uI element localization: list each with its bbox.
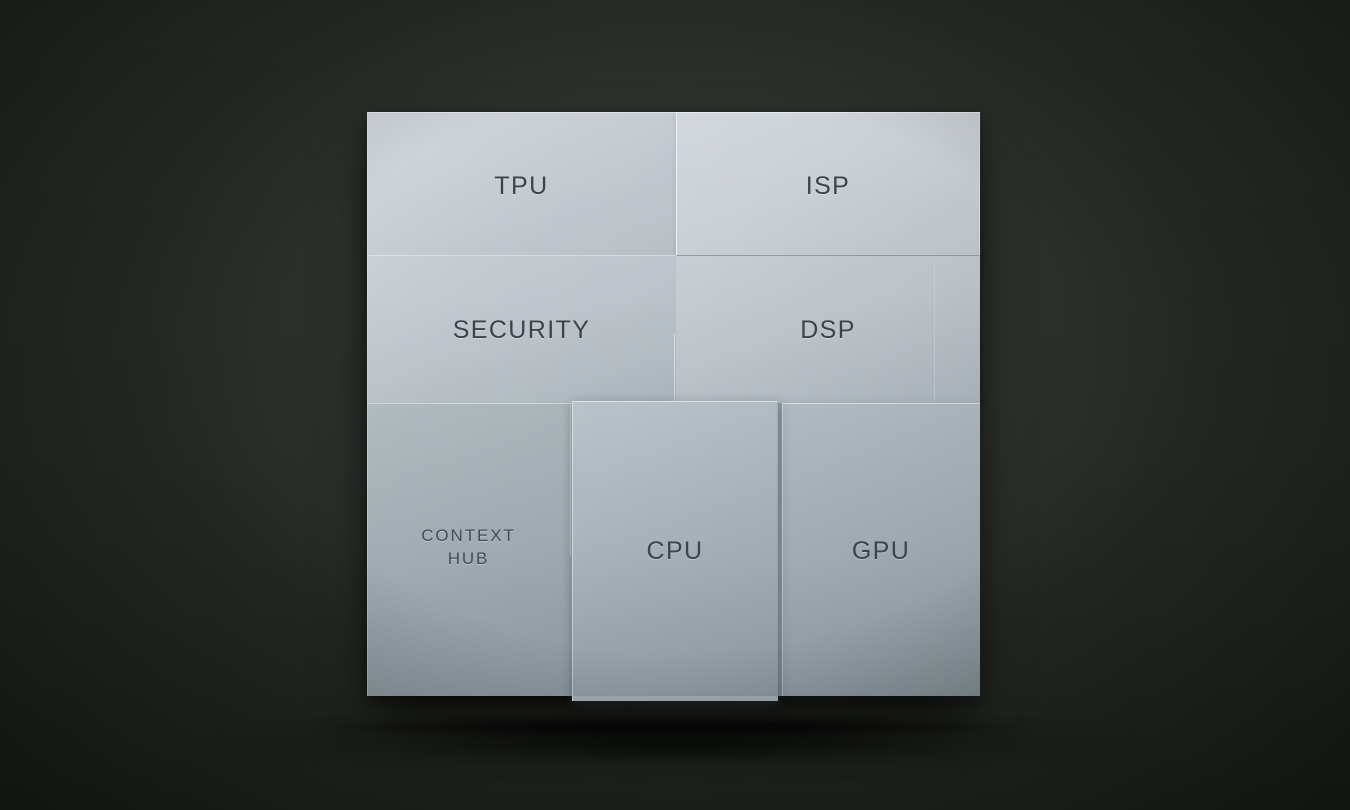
seam-security-inner-line [934, 262, 935, 402]
chip-block-label-context-hub: CONTEXT HUB [421, 526, 516, 568]
chip-package: TPU ISP SECURITY DSP CONTEXT HUB CPU GPU [367, 112, 980, 701]
chip-block-isp[interactable] [676, 112, 980, 256]
chip-block-label-cpu: CPU [646, 537, 704, 565]
chip-block-cpu[interactable] [572, 401, 778, 701]
seam-security-dsp-divider [674, 334, 675, 404]
chip-block-dsp[interactable] [676, 256, 980, 403]
chip-block-gpu[interactable] [782, 403, 980, 696]
chip-block-label-tpu: TPU [494, 172, 549, 200]
seam-context-hub-divider [570, 405, 571, 555]
seam-cpu-gpu-divider [778, 403, 782, 696]
chip-block-context-hub[interactable] [367, 403, 572, 696]
chip-block-security[interactable] [367, 256, 676, 403]
chip-block-label-security: SECURITY [452, 316, 591, 344]
chip-block-label-gpu: GPU [851, 537, 911, 565]
seam-row1-divider [367, 255, 676, 256]
chip-contact-shadow [290, 714, 1050, 740]
chip-block-label-dsp: DSP [800, 316, 856, 344]
chip-block-tpu[interactable] [367, 112, 676, 256]
chip-block-label-isp: ISP [805, 172, 851, 200]
